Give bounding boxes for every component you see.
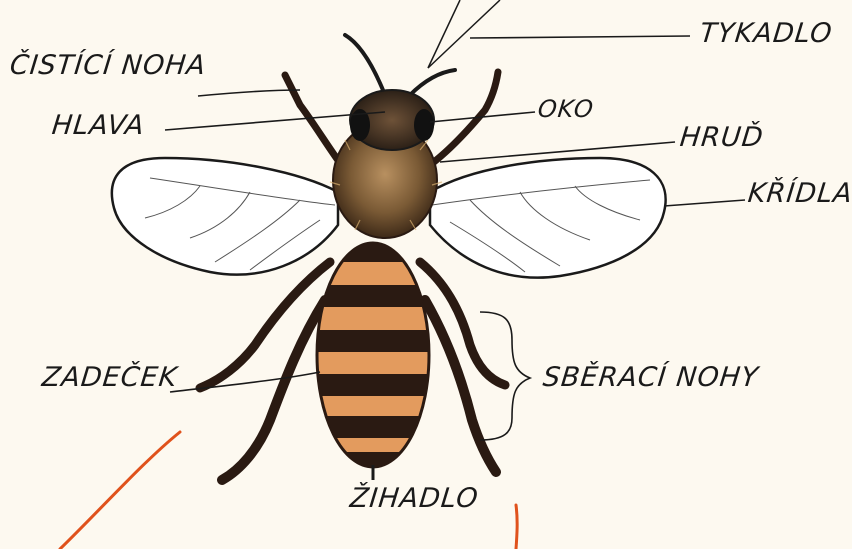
eye-right bbox=[414, 109, 434, 141]
right-wing bbox=[430, 158, 666, 278]
label-hrud: HRUĎ bbox=[678, 122, 765, 153]
left-wing bbox=[112, 158, 338, 275]
label-hlava: HLAVA bbox=[50, 110, 146, 141]
label-zadecek: ZADEČEK bbox=[40, 362, 179, 393]
label-oko: OKO bbox=[537, 95, 596, 123]
label-kridla: KŘÍDLA bbox=[746, 178, 852, 209]
label-sberaci-nohy: SBĚRACÍ NOHY bbox=[541, 362, 760, 393]
abdomen bbox=[300, 240, 450, 482]
label-tykadlo: TYKADLO bbox=[698, 18, 834, 49]
top-pointer-lines bbox=[428, 0, 500, 68]
label-cistici-noha: ČISTÍCÍ NOHA bbox=[8, 50, 207, 81]
label-zihadlo: ŽIHADLO bbox=[348, 483, 480, 514]
